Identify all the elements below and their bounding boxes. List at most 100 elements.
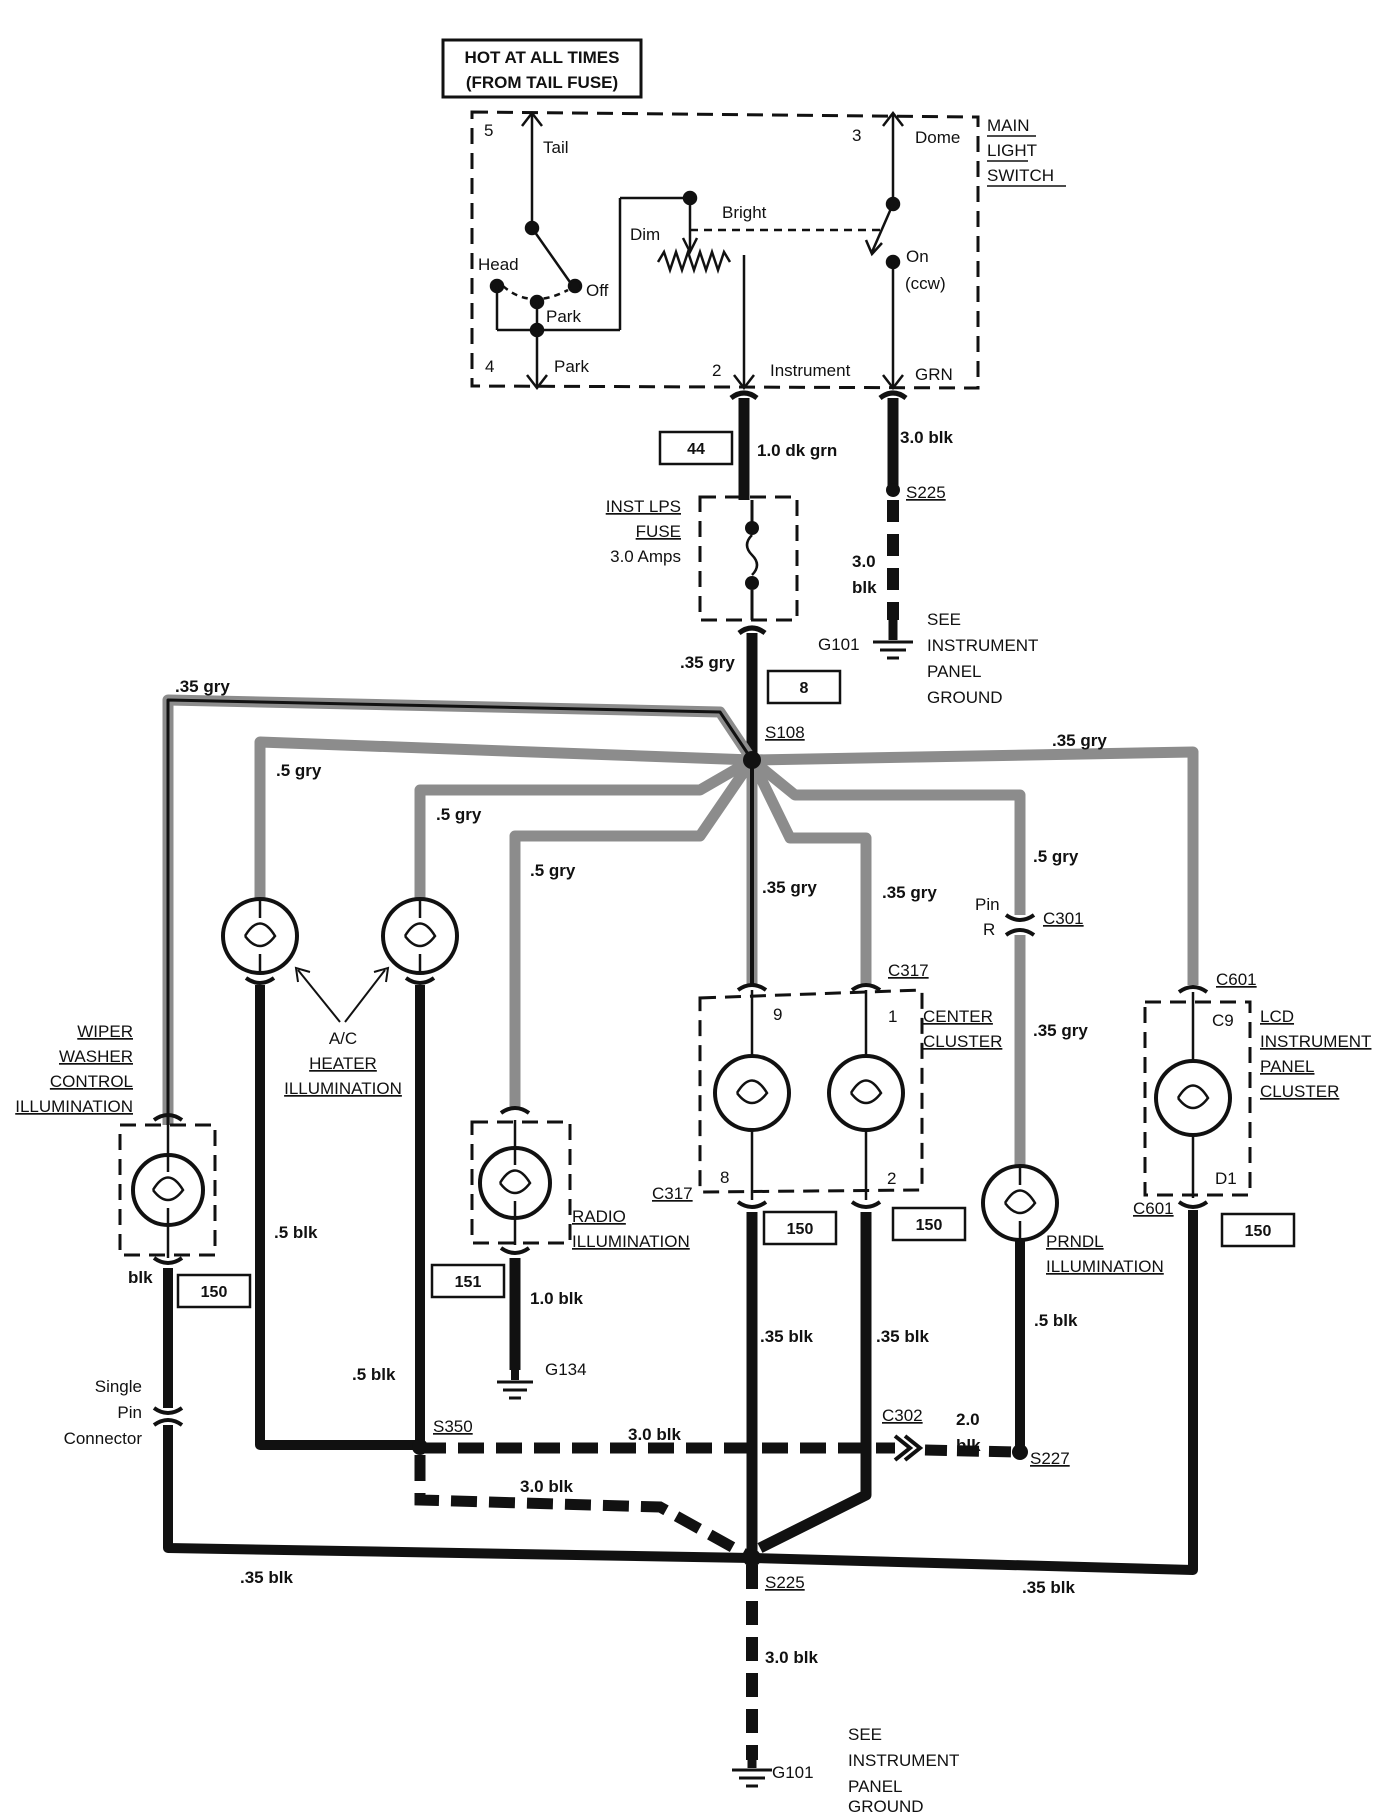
- splice-s225-b: S225: [765, 1573, 805, 1592]
- ground-g134: G134: [545, 1360, 587, 1379]
- see-ipg2-2: INSTRUMENT: [848, 1751, 959, 1770]
- pin-c9: C9: [1212, 1011, 1234, 1030]
- center-label-2: CLUSTER: [923, 1032, 1002, 1051]
- ccw-label: (ccw): [905, 274, 946, 293]
- ac-label-1: A/C: [329, 1029, 357, 1048]
- c301-label: C301: [1043, 909, 1084, 928]
- pin-label: Pin: [975, 895, 1000, 914]
- wiper-label-2: WASHER: [59, 1047, 133, 1066]
- radio-label-1: RADIO: [572, 1207, 626, 1226]
- main-switch-title-1: MAIN: [987, 116, 1030, 135]
- see-ipg2-3: PANEL: [848, 1777, 903, 1796]
- ref-150-d-text: 150: [1245, 1223, 1272, 1240]
- main-light-switch: MAIN LIGHT SWITCH: [470, 110, 1066, 391]
- wire-5-gry-ac2: .5 gry: [436, 805, 482, 824]
- lcd-label-3: PANEL: [1260, 1057, 1315, 1076]
- wire-35-gry-right: .35 gry: [1052, 731, 1107, 750]
- wire-3-0-blk-diag: 3.0 blk: [520, 1477, 573, 1496]
- head-label: Head: [478, 255, 519, 274]
- ref-150-c-text: 150: [916, 1217, 943, 1234]
- ac-label-3: ILLUMINATION: [284, 1079, 402, 1098]
- wire-2-0-blk: blk: [956, 1436, 981, 1455]
- splice-s225-a: S225: [906, 483, 946, 502]
- main-switch-title-3: SWITCH: [987, 166, 1054, 185]
- dim-label: Dim: [630, 225, 660, 244]
- ref-150-a-text: 150: [201, 1284, 228, 1301]
- wire-5-gry-prndl: .5 gry: [1033, 847, 1079, 866]
- wire-1-0-blk: 1.0 blk: [530, 1289, 583, 1308]
- lcd-cluster: [1143, 985, 1252, 1209]
- main-switch-title-2: LIGHT: [987, 141, 1037, 160]
- wire-5-gry-radio: .5 gry: [530, 861, 576, 880]
- pin-9: 9: [773, 1005, 782, 1024]
- radio-label-2: ILLUMINATION: [572, 1232, 690, 1251]
- see-ipg2-1: SEE: [848, 1725, 882, 1744]
- see-ipg-2: INSTRUMENT: [927, 636, 1038, 655]
- hot-at-all-times-box: HOT AT ALL TIMES (FROM TAIL FUSE): [441, 38, 643, 99]
- pin-r-label: R: [983, 920, 995, 939]
- wiper-label-1: WIPER: [77, 1022, 133, 1041]
- ref-44-text: 44: [687, 441, 705, 458]
- prndl-label-1: PRNDL: [1046, 1232, 1104, 1251]
- splice-s108: S108: [765, 723, 805, 742]
- pin-8: 8: [720, 1168, 729, 1187]
- center-cluster: [698, 983, 924, 1209]
- on-label: On: [906, 247, 929, 266]
- single-pin-3: Connector: [64, 1429, 143, 1448]
- wiper-label-3: CONTROL: [50, 1072, 133, 1091]
- park-label: Park: [554, 357, 589, 376]
- wire-35-blk-pin8: .35 blk: [760, 1327, 813, 1346]
- pin4-label: 4: [485, 357, 494, 376]
- instrument-label: Instrument: [770, 361, 851, 380]
- ground-g101-a: G101: [818, 635, 860, 654]
- radio-lamp: [470, 1106, 572, 1255]
- pin5-label: 5: [484, 121, 493, 140]
- ref-151: 151: [430, 1263, 506, 1299]
- prndl-lamp: [981, 1164, 1059, 1242]
- wire-5-blk-prndl: .5 blk: [1034, 1311, 1078, 1330]
- wire-3-0-blk-a: 3.0 blk: [900, 428, 953, 447]
- prndl-label-2: ILLUMINATION: [1046, 1257, 1164, 1276]
- dome-ground-branch: [873, 390, 913, 660]
- inst-lps-fuse: [698, 495, 799, 622]
- see-ipg2-4: GROUND: [848, 1797, 924, 1816]
- header-line1: HOT AT ALL TIMES: [465, 48, 620, 67]
- ref-150-b-text: 150: [787, 1221, 814, 1238]
- c601-bottom: C601: [1133, 1199, 1174, 1218]
- pin3-label: 3: [852, 126, 861, 145]
- wire-2-0: 2.0: [956, 1410, 980, 1429]
- wiper-lamp: [118, 1113, 217, 1265]
- splice-s227: S227: [1030, 1449, 1070, 1468]
- wire-35-gry-feed: .35 gry: [680, 653, 735, 672]
- wire-blk-a: blk: [852, 578, 877, 597]
- ref-150-center-b: 150: [891, 1206, 967, 1242]
- wire-5-blk-ac1: .5 blk: [274, 1223, 318, 1242]
- ground-wires: [152, 985, 1198, 1788]
- c601-top: C601: [1216, 970, 1257, 989]
- ref-150-center-a: 150: [762, 1210, 838, 1246]
- dome-label: Dome: [915, 128, 960, 147]
- wiper-label-4: ILLUMINATION: [15, 1097, 133, 1116]
- ref-150-wiper: 150: [176, 1273, 252, 1309]
- wire-3-0-blk-h: 3.0 blk: [628, 1425, 681, 1444]
- ref-150-lcd: 150: [1220, 1212, 1296, 1248]
- wire-1-0-dk-grn: 1.0 dk grn: [757, 441, 837, 460]
- ground-g101-b: G101: [772, 1763, 814, 1782]
- splice-s350: S350: [433, 1417, 473, 1436]
- ac-label-2: HEATER: [309, 1054, 377, 1073]
- wire-35-gry-pin9: .35 gry: [762, 878, 817, 897]
- wire-blk-wiper: blk: [128, 1268, 153, 1287]
- wire-3-0-a: 3.0: [852, 552, 876, 571]
- wire-35-blk-pin2: .35 blk: [876, 1327, 929, 1346]
- bright-label: Bright: [722, 203, 767, 222]
- single-pin-2: Pin: [117, 1403, 142, 1422]
- wire-35-blk-right: .35 blk: [1022, 1578, 1075, 1597]
- c317-bottom: C317: [652, 1184, 693, 1203]
- ref-44: 44: [658, 430, 734, 466]
- park-inner-label: Park: [546, 307, 581, 326]
- wire-3-0-blk-bottom: 3.0 blk: [765, 1648, 818, 1667]
- grn-label: GRN: [915, 365, 953, 384]
- wire-5-gry-ac1: .5 gry: [276, 761, 322, 780]
- wire-35-blk-left: .35 blk: [240, 1568, 293, 1587]
